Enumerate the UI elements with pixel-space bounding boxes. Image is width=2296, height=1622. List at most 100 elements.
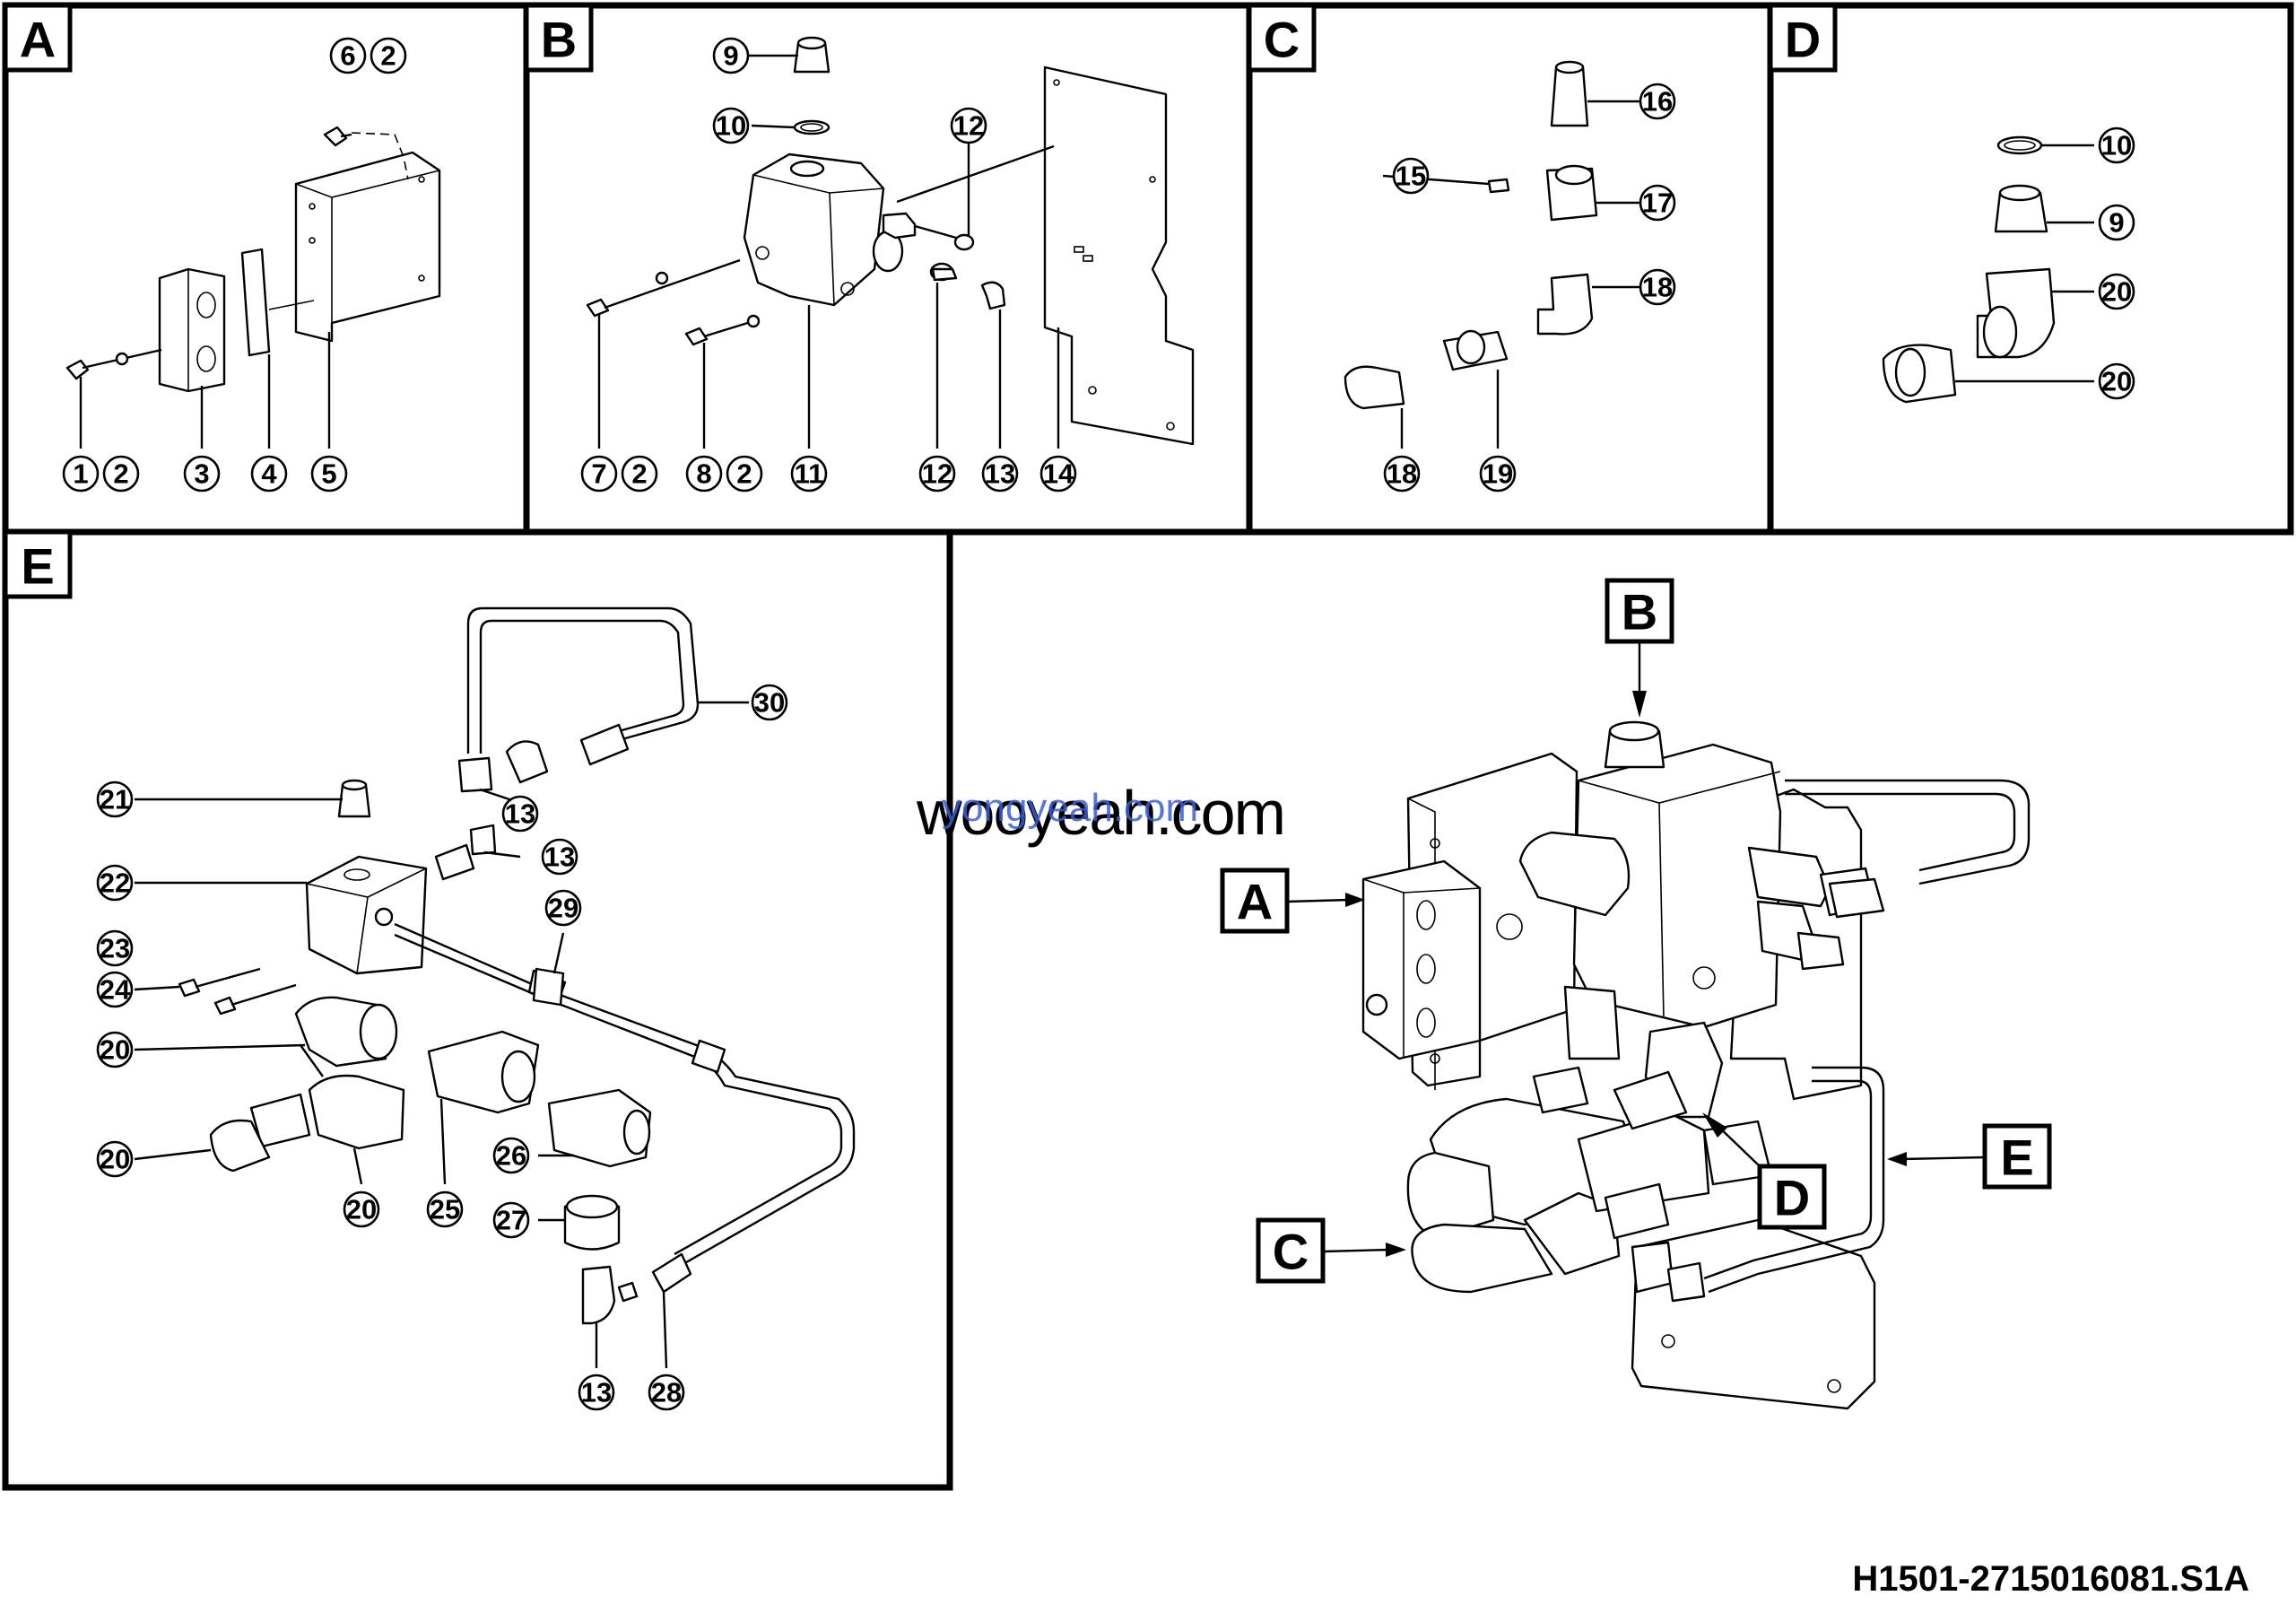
svg-text:20: 20	[2101, 366, 2132, 397]
callout-b-12b: 12	[918, 455, 956, 493]
callout-b-9: 9	[712, 37, 750, 74]
assembly-label-b[interactable]: B	[1605, 578, 1674, 718]
svg-text:27: 27	[496, 1205, 526, 1236]
callout-b-7: 7	[580, 455, 618, 493]
callout-b-10: 10	[712, 107, 750, 144]
svg-text:E: E	[2000, 1129, 2033, 1186]
svg-text:16: 16	[1642, 86, 1673, 118]
callout-e-20b: 20	[96, 1140, 134, 1178]
callout-c-15: 15	[1392, 157, 1430, 195]
assembly-label-e[interactable]: E	[1887, 1123, 2052, 1190]
svg-text:25: 25	[430, 1194, 460, 1225]
svg-text:26: 26	[496, 1140, 526, 1172]
svg-text:C: C	[1264, 12, 1300, 68]
callout-d-9: 9	[2098, 204, 2135, 241]
callout-b-2b: 2	[726, 455, 763, 493]
svg-text:2: 2	[380, 40, 396, 72]
svg-text:2: 2	[736, 458, 752, 490]
svg-text:28: 28	[651, 1377, 682, 1408]
svg-text:A: A	[20, 12, 56, 68]
callout-d-20b: 20	[2098, 362, 2135, 400]
callout-c-16: 16	[1639, 83, 1676, 120]
callout-e-20a: 20	[96, 1031, 134, 1068]
panel-b-drawing	[586, 36, 1195, 446]
callout-a-2b: 2	[102, 455, 140, 493]
svg-text:13: 13	[581, 1377, 612, 1408]
svg-text:15: 15	[1396, 161, 1426, 192]
callout-b-8: 8	[685, 455, 723, 493]
callout-e-13b: 13	[541, 838, 578, 876]
svg-text:12: 12	[922, 458, 952, 490]
svg-text:D: D	[1785, 12, 1821, 68]
svg-text:17: 17	[1642, 187, 1673, 219]
svg-text:2: 2	[113, 458, 128, 490]
svg-text:23: 23	[100, 933, 130, 964]
svg-text:21: 21	[100, 784, 130, 815]
svg-text:20: 20	[100, 1034, 130, 1066]
callout-c-19: 19	[1479, 455, 1517, 493]
svg-text:19: 19	[1483, 458, 1513, 490]
svg-text:11: 11	[795, 458, 824, 490]
callout-b-2a: 2	[621, 455, 658, 493]
callout-c-18a: 18	[1639, 268, 1676, 306]
callout-a-1: 1	[62, 455, 100, 493]
svg-text:D: D	[1774, 1170, 1810, 1226]
callout-a-2: 2	[370, 37, 407, 74]
callout-e-23: 23	[96, 929, 134, 967]
svg-text:14: 14	[1043, 458, 1074, 490]
callout-b-13: 13	[981, 455, 1019, 493]
callout-e-26: 26	[492, 1137, 530, 1174]
svg-text:20: 20	[100, 1144, 130, 1175]
svg-text:3: 3	[194, 458, 209, 490]
callout-e-13c: 13	[578, 1373, 615, 1411]
assembly-label-d[interactable]: D	[1702, 1112, 1827, 1230]
svg-text:10: 10	[716, 110, 746, 142]
svg-text:4: 4	[261, 458, 277, 490]
callout-a-4: 4	[250, 455, 288, 493]
svg-text:20: 20	[346, 1194, 377, 1225]
panel-c-drawing	[1344, 60, 1598, 410]
watermark: wooyeah.com yongyeah.com	[916, 778, 1286, 848]
callout-a-5: 5	[310, 455, 348, 493]
svg-text:10: 10	[2101, 130, 2132, 161]
svg-text:13: 13	[985, 458, 1015, 490]
leader-lines	[79, 54, 2094, 1369]
panel-d-drawing	[1882, 135, 2056, 404]
panel-a-drawing	[65, 126, 441, 393]
svg-text:1: 1	[73, 458, 88, 490]
callout-e-20c: 20	[343, 1190, 380, 1228]
svg-text:B: B	[1622, 584, 1657, 641]
callout-b-11: 11	[790, 455, 828, 493]
callout-e-29: 29	[544, 889, 582, 927]
callout-e-25: 25	[426, 1190, 464, 1228]
assembly-label-c[interactable]: C	[1256, 1217, 1406, 1284]
svg-text:A: A	[1237, 874, 1273, 930]
panel-tab-c[interactable]: C	[1247, 3, 1317, 73]
svg-text:2: 2	[631, 458, 647, 490]
panel-tab-e[interactable]: E	[3, 529, 73, 599]
panel-tab-d[interactable]: D	[1768, 3, 1838, 73]
callout-d-20a: 20	[2098, 273, 2135, 310]
svg-text:29: 29	[548, 893, 578, 924]
callout-a-6: 6	[329, 37, 367, 74]
svg-text:30: 30	[754, 687, 785, 719]
svg-text:9: 9	[723, 40, 738, 72]
assembly-drawing	[1361, 720, 2031, 1410]
panel-tab-a[interactable]: A	[3, 3, 73, 73]
panel-tab-b[interactable]: B	[524, 3, 594, 73]
callout-b-12: 12	[950, 107, 987, 144]
svg-text:7: 7	[591, 458, 606, 490]
drawing-code: H1501-2715016081.S1A	[1852, 1559, 2249, 1599]
svg-text:yongyeah.com: yongyeah.com	[942, 786, 1198, 830]
svg-text:9: 9	[2109, 207, 2124, 239]
svg-text:13: 13	[505, 798, 535, 830]
svg-text:B: B	[541, 12, 577, 68]
callout-e-22: 22	[96, 864, 134, 902]
callout-e-24: 24	[96, 971, 134, 1008]
svg-text:24: 24	[100, 974, 131, 1006]
panel-frames	[2, 2, 2294, 1491]
assembly-label-a[interactable]: A	[1220, 868, 1365, 934]
svg-text:8: 8	[696, 458, 711, 490]
panel-e-drawing	[178, 606, 856, 1325]
